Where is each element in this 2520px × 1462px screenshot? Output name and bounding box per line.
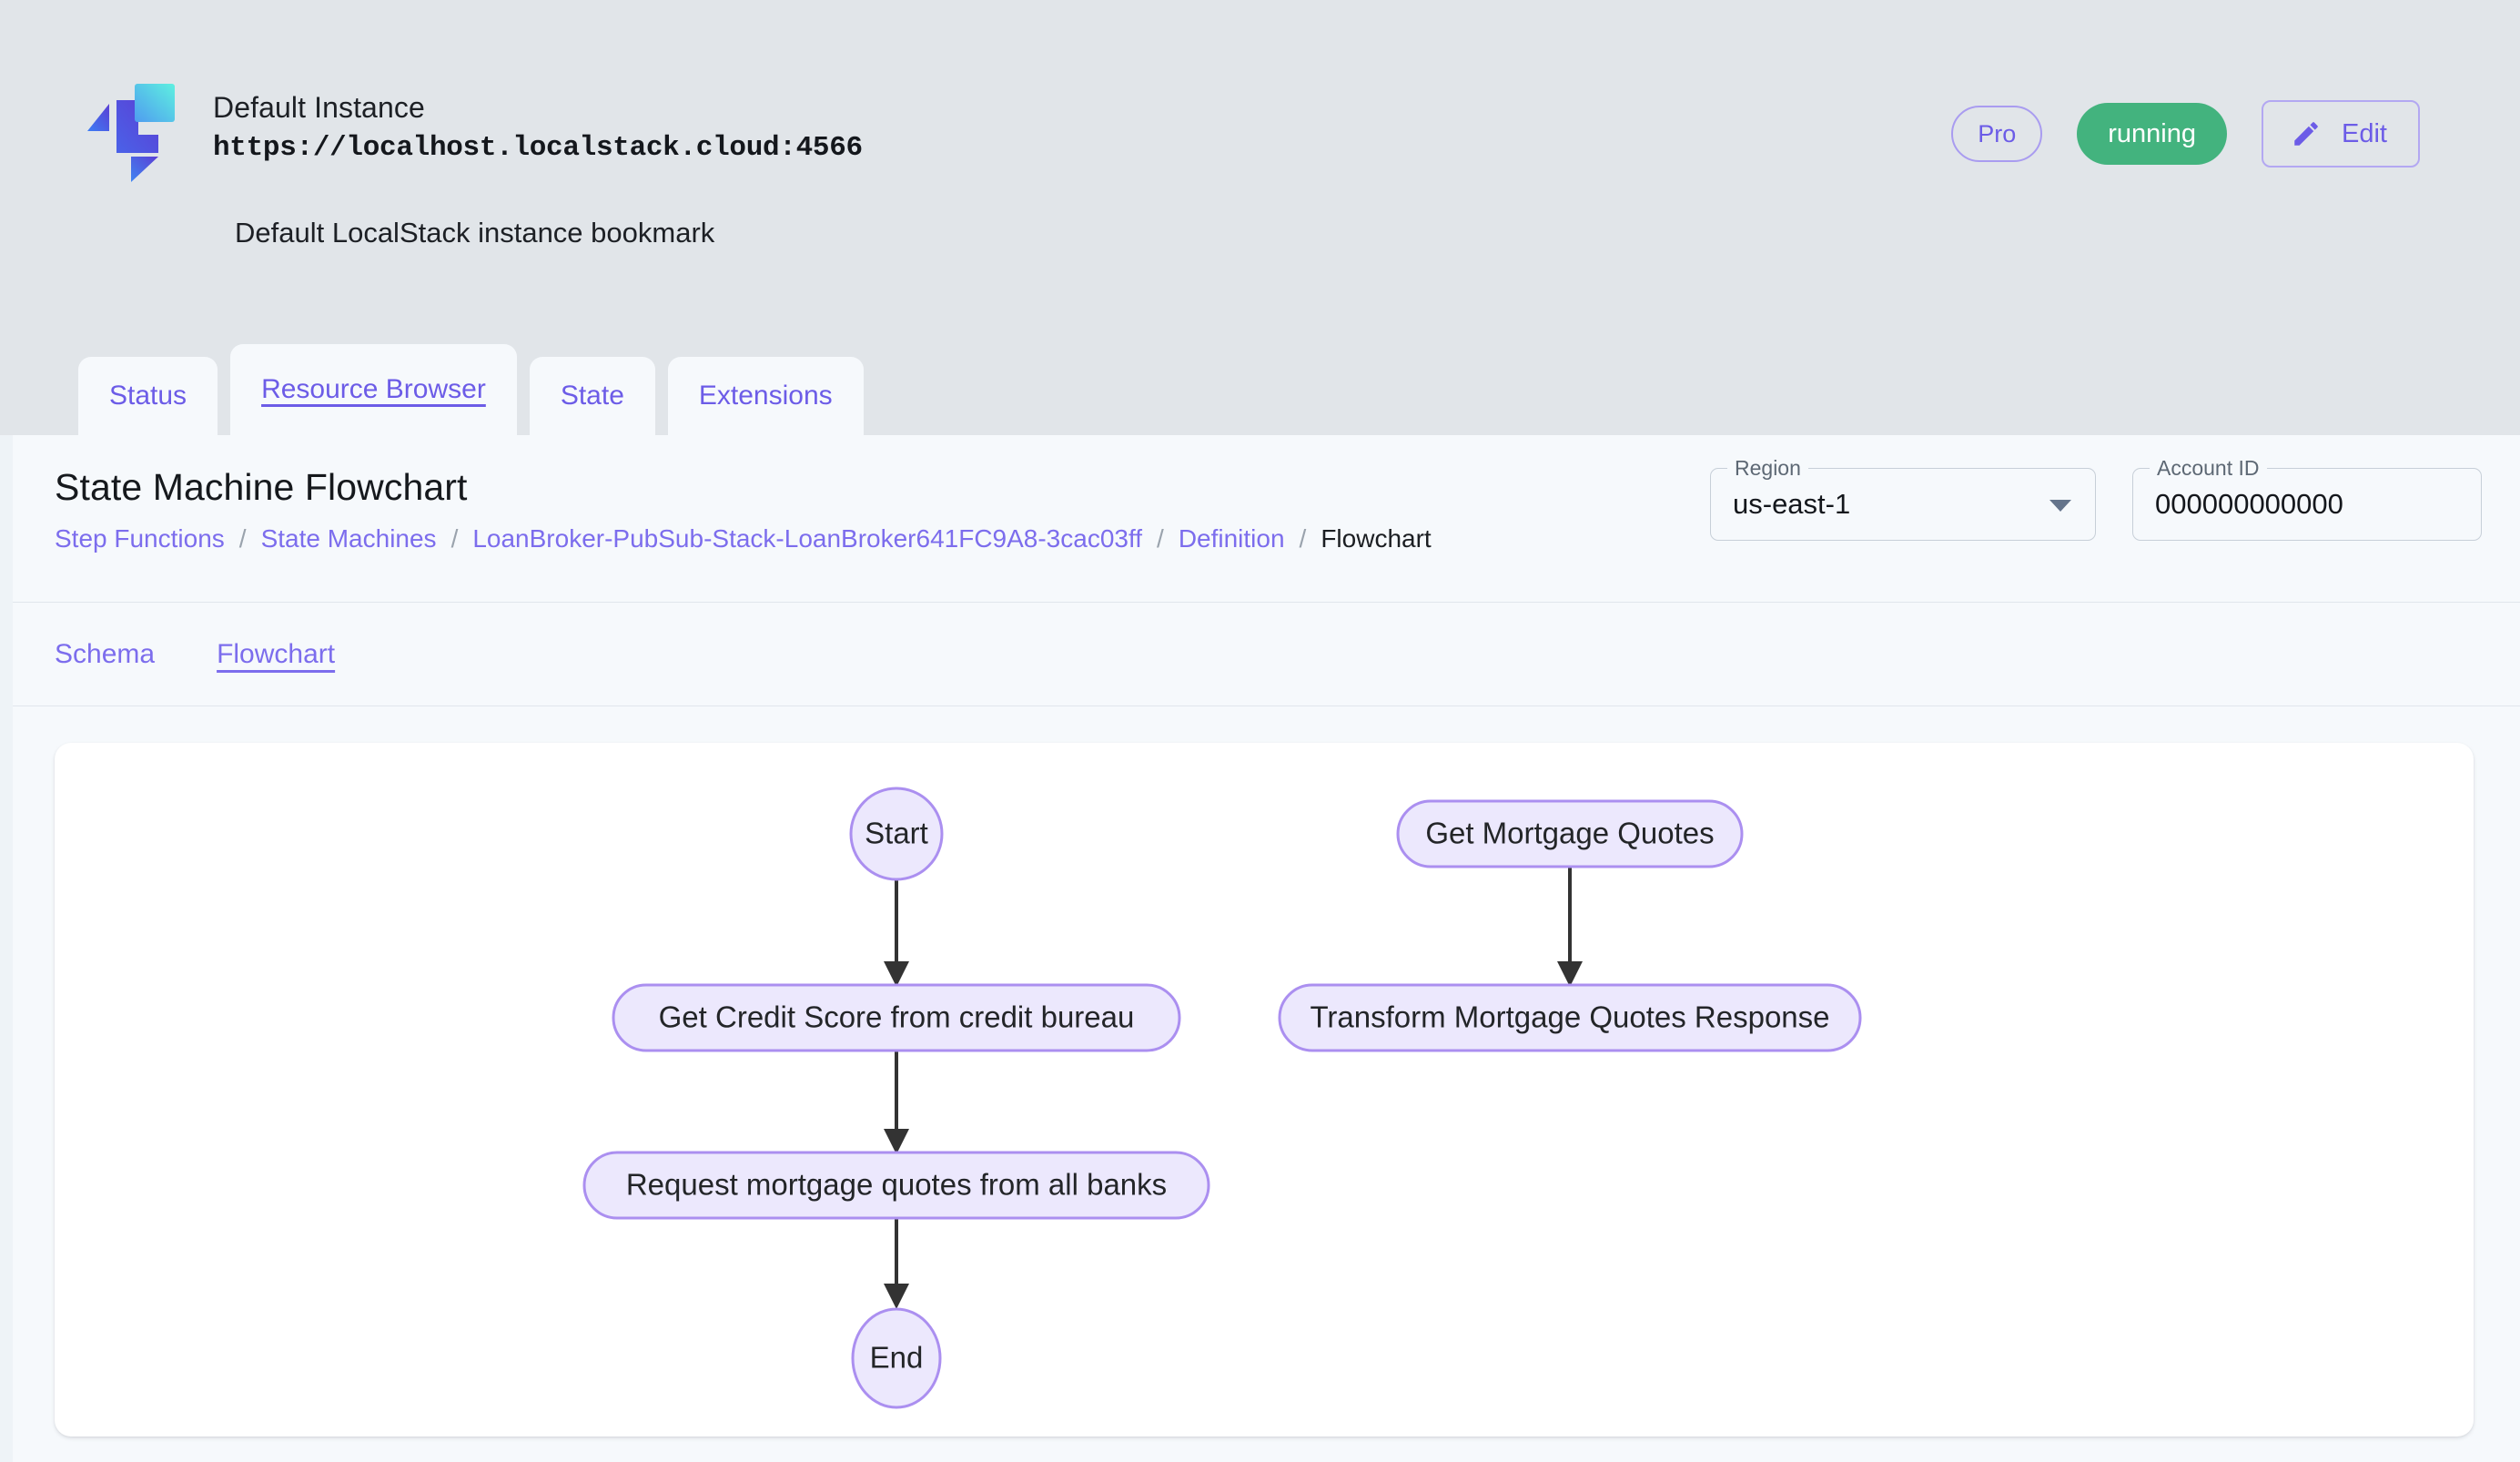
flow-node-get-credit-score[interactable]: Get Credit Score from credit bureau [612,983,1181,1052]
flow-node-get-mortgage-quotes-label: Get Mortgage Quotes [1425,817,1714,850]
breadcrumb: Step Functions / State Machines / LoanBr… [55,524,1432,553]
flow-node-start[interactable]: Start [849,787,944,881]
breadcrumb-separator: / [238,524,247,553]
flow-edge-start-to-credit [884,879,909,987]
main-tabs: Status Resource Browser State Extensions [78,335,864,435]
region-select[interactable]: Region us-east-1 [1710,456,2096,541]
tab-status-label: Status [109,381,187,411]
tab-resource-browser[interactable]: Resource Browser [230,344,517,435]
breadcrumb-item-flowchart: Flowchart [1321,524,1432,553]
flow-node-request-mortgage-quotes-label: Request mortgage quotes from all banks [626,1168,1167,1202]
content-panel: State Machine Flowchart Step Functions /… [13,435,2520,1462]
tab-resource-browser-label: Resource Browser [261,374,486,404]
breadcrumb-item-definition[interactable]: Definition [1178,524,1285,553]
tab-state[interactable]: State [529,357,655,435]
breadcrumb-item-state-machines[interactable]: State Machines [260,524,437,553]
instance-endpoint: https://localhost.localstack.cloud:4566 [213,131,863,164]
flow-node-end[interactable]: End [851,1307,942,1409]
pro-badge[interactable]: Pro [1951,106,2043,162]
sub-tab-flowchart[interactable]: Flowchart [217,638,336,669]
instance-header: Default Instance https://localhost.local… [0,0,2520,435]
flow-node-transform-mortgage-quotes-response-label: Transform Mortgage Quotes Response [1310,1000,1829,1034]
flowchart-card: Start Get Credit Score from credit burea… [55,743,2474,1437]
account-id-value: 000000000000 [2155,488,2343,520]
tab-status[interactable]: Status [78,357,218,435]
pencil-icon [2291,118,2322,149]
definition-sub-tabs: Schema Flowchart [13,603,2520,706]
instance-description: Default LocalStack instance bookmark [235,217,715,249]
flow-node-get-credit-score-label: Get Credit Score from credit bureau [659,1000,1135,1034]
flow-node-end-label: End [870,1341,924,1375]
region-value: us-east-1 [1733,488,1851,520]
chevron-down-icon[interactable] [2049,500,2071,512]
page-title: State Machine Flowchart [55,466,468,508]
region-label: Region [1727,456,1808,481]
localstack-logo-icon [82,80,180,182]
account-id-label: Account ID [2150,456,2267,481]
flow-node-get-mortgage-quotes[interactable]: Get Mortgage Quotes [1396,799,1744,868]
tab-extensions[interactable]: Extensions [667,357,864,435]
scope-selectors: Region us-east-1 Account ID 000000000000 [1710,456,2482,541]
instance-brand: Default Instance https://localhost.local… [82,80,863,182]
breadcrumb-separator: / [1299,524,1307,553]
breadcrumb-item-state-machine-name[interactable]: LoanBroker-PubSub-Stack-LoanBroker641FC9… [472,524,1143,553]
breadcrumb-item-step-functions[interactable]: Step Functions [55,524,225,553]
edit-button[interactable]: Edit [2262,100,2420,168]
page-header: State Machine Flowchart Step Functions /… [13,435,2520,603]
flow-node-transform-mortgage-quotes-response[interactable]: Transform Mortgage Quotes Response [1278,983,1862,1052]
edit-button-label: Edit [2342,118,2387,148]
state-machine-flowchart: Start Get Credit Score from credit burea… [582,787,1862,1409]
status-badge: running [2077,103,2228,165]
tab-extensions-label: Extensions [698,381,833,411]
tab-state-label: State [560,381,624,411]
instance-name: Default Instance [213,91,425,124]
breadcrumb-separator: / [1157,524,1164,553]
flow-edge-getquotes-to-transform [1557,867,1583,987]
flow-edge-credit-to-request [884,1051,909,1154]
breadcrumb-separator: / [450,524,459,553]
flow-node-request-mortgage-quotes[interactable]: Request mortgage quotes from all banks [582,1151,1210,1220]
account-id-input[interactable]: Account ID 000000000000 [2132,456,2482,541]
flow-edge-request-to-end [884,1218,909,1309]
flow-node-start-label: Start [865,817,928,850]
sub-tab-schema[interactable]: Schema [55,638,156,669]
instance-header-controls: Pro running Edit [1951,100,2420,168]
